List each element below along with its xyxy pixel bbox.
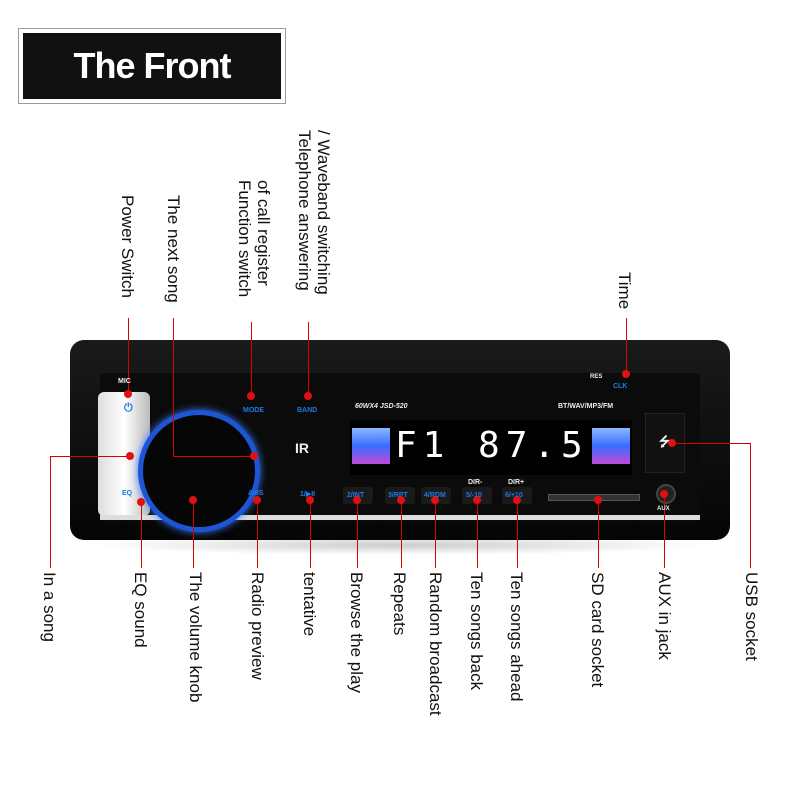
band-label: BAND <box>297 407 318 414</box>
leader-line <box>173 318 174 456</box>
callout-dot <box>622 370 630 378</box>
aux-label: AUX <box>657 506 670 512</box>
label-repeats: Repeats <box>390 572 409 636</box>
lcd-display <box>350 420 632 475</box>
label-next-song: The next song <box>164 195 183 303</box>
clk-label: CLK <box>613 383 628 390</box>
eq-bars-right <box>592 428 630 464</box>
btn-4: 4/RDM <box>421 487 451 504</box>
label-eq-sound: EQ sound <box>131 572 150 648</box>
label-telephone-2: / Waveband switching <box>314 130 333 295</box>
label-ten-ahead: Ten songs ahead <box>507 572 526 702</box>
leader-line <box>50 456 51 568</box>
leader-line <box>477 500 478 568</box>
dir-plus-label: DIR+ <box>508 479 525 486</box>
leader-line <box>193 500 194 568</box>
chrome-strip <box>100 515 700 520</box>
eq-bars-left <box>352 428 390 464</box>
dir-minus-label: DIR- <box>468 479 483 486</box>
leader-line <box>141 502 142 568</box>
label-random: Random broadcast <box>426 572 445 716</box>
title-banner: The Front <box>18 28 286 104</box>
callout-dot <box>137 498 145 506</box>
btn-5: 5/-10 <box>462 487 492 504</box>
leader-line <box>626 318 627 374</box>
volume-knob <box>138 410 260 532</box>
callout-dot <box>124 390 132 398</box>
callout-dot <box>250 452 258 460</box>
leader-line <box>517 500 518 568</box>
label-sd-card: SD card socket <box>588 572 607 688</box>
callout-dot <box>353 496 361 504</box>
label-function-switch-1: Function switch <box>235 180 254 298</box>
callout-dot <box>668 439 676 447</box>
callout-dot <box>397 496 405 504</box>
label-usb: USB socket <box>742 572 761 661</box>
label-power-switch: Power Switch <box>118 195 137 298</box>
res-label: RES <box>590 374 603 380</box>
btn-2-label: 2/INT <box>347 492 365 499</box>
ams-label: AMS <box>248 490 264 497</box>
callout-dot <box>253 496 261 504</box>
leader-line <box>257 500 258 568</box>
label-time: Time <box>615 272 634 310</box>
callout-dot <box>306 496 314 504</box>
callout-dot <box>594 496 602 504</box>
play-label: 1/▶II <box>300 491 316 498</box>
usb-icon: ⭍ <box>659 434 670 449</box>
label-browse: Browse the play <box>347 572 366 693</box>
leader-line <box>50 456 130 457</box>
ir-sensor: IR <box>295 440 309 456</box>
callout-dot <box>431 496 439 504</box>
callout-dot <box>247 392 255 400</box>
callout-dot <box>473 496 481 504</box>
btn-5-label: 5/-10 <box>466 492 482 499</box>
btn-6: 6/+10 <box>502 487 532 504</box>
eq-button-label: EQ <box>122 490 133 497</box>
btn-3: 3/RPT <box>385 487 415 504</box>
btn-2: 2/INT <box>343 487 373 504</box>
model-label: 60WX4 JSD-520 <box>355 403 408 410</box>
display-text: F1 87.5 <box>395 425 589 466</box>
label-in-a-song: In a song <box>40 572 59 642</box>
callout-dot <box>513 496 521 504</box>
leader-line <box>251 322 252 396</box>
leader-line <box>664 494 665 568</box>
label-volume-knob: The volume knob <box>186 572 205 703</box>
leader-line <box>173 456 254 457</box>
leader-line <box>750 443 751 568</box>
label-radio-preview: Radio preview <box>248 572 267 680</box>
btn-4-label: 4/RDM <box>424 492 446 499</box>
mic-label: MIC <box>118 378 131 385</box>
btn-6-label: 6/+10 <box>505 492 523 499</box>
label-aux: AUX in jack <box>655 572 674 660</box>
leader-line <box>128 318 129 394</box>
formats-label: BT/WAV/MP3/FM <box>558 403 614 410</box>
leader-line <box>435 500 436 568</box>
power-icon: ⏻ <box>124 402 133 414</box>
leader-line <box>672 443 750 444</box>
leader-line <box>357 500 358 568</box>
callout-dot <box>126 452 134 460</box>
shadow <box>90 535 710 555</box>
mode-label: MODE <box>243 407 264 414</box>
btn-3-label: 3/RPT <box>388 492 408 499</box>
leader-line <box>310 500 311 568</box>
label-function-switch-2: of call register <box>254 180 273 286</box>
leader-line <box>598 500 599 568</box>
leader-line <box>308 322 309 396</box>
leader-line <box>401 500 402 568</box>
callout-dot <box>189 496 197 504</box>
title: The Front <box>23 33 281 99</box>
callout-dot <box>304 392 312 400</box>
label-tentative: tentative <box>300 572 319 637</box>
callout-dot <box>660 490 668 498</box>
label-ten-back: Ten songs back <box>467 572 486 691</box>
label-telephone-1: Telephone answering <box>295 130 314 291</box>
